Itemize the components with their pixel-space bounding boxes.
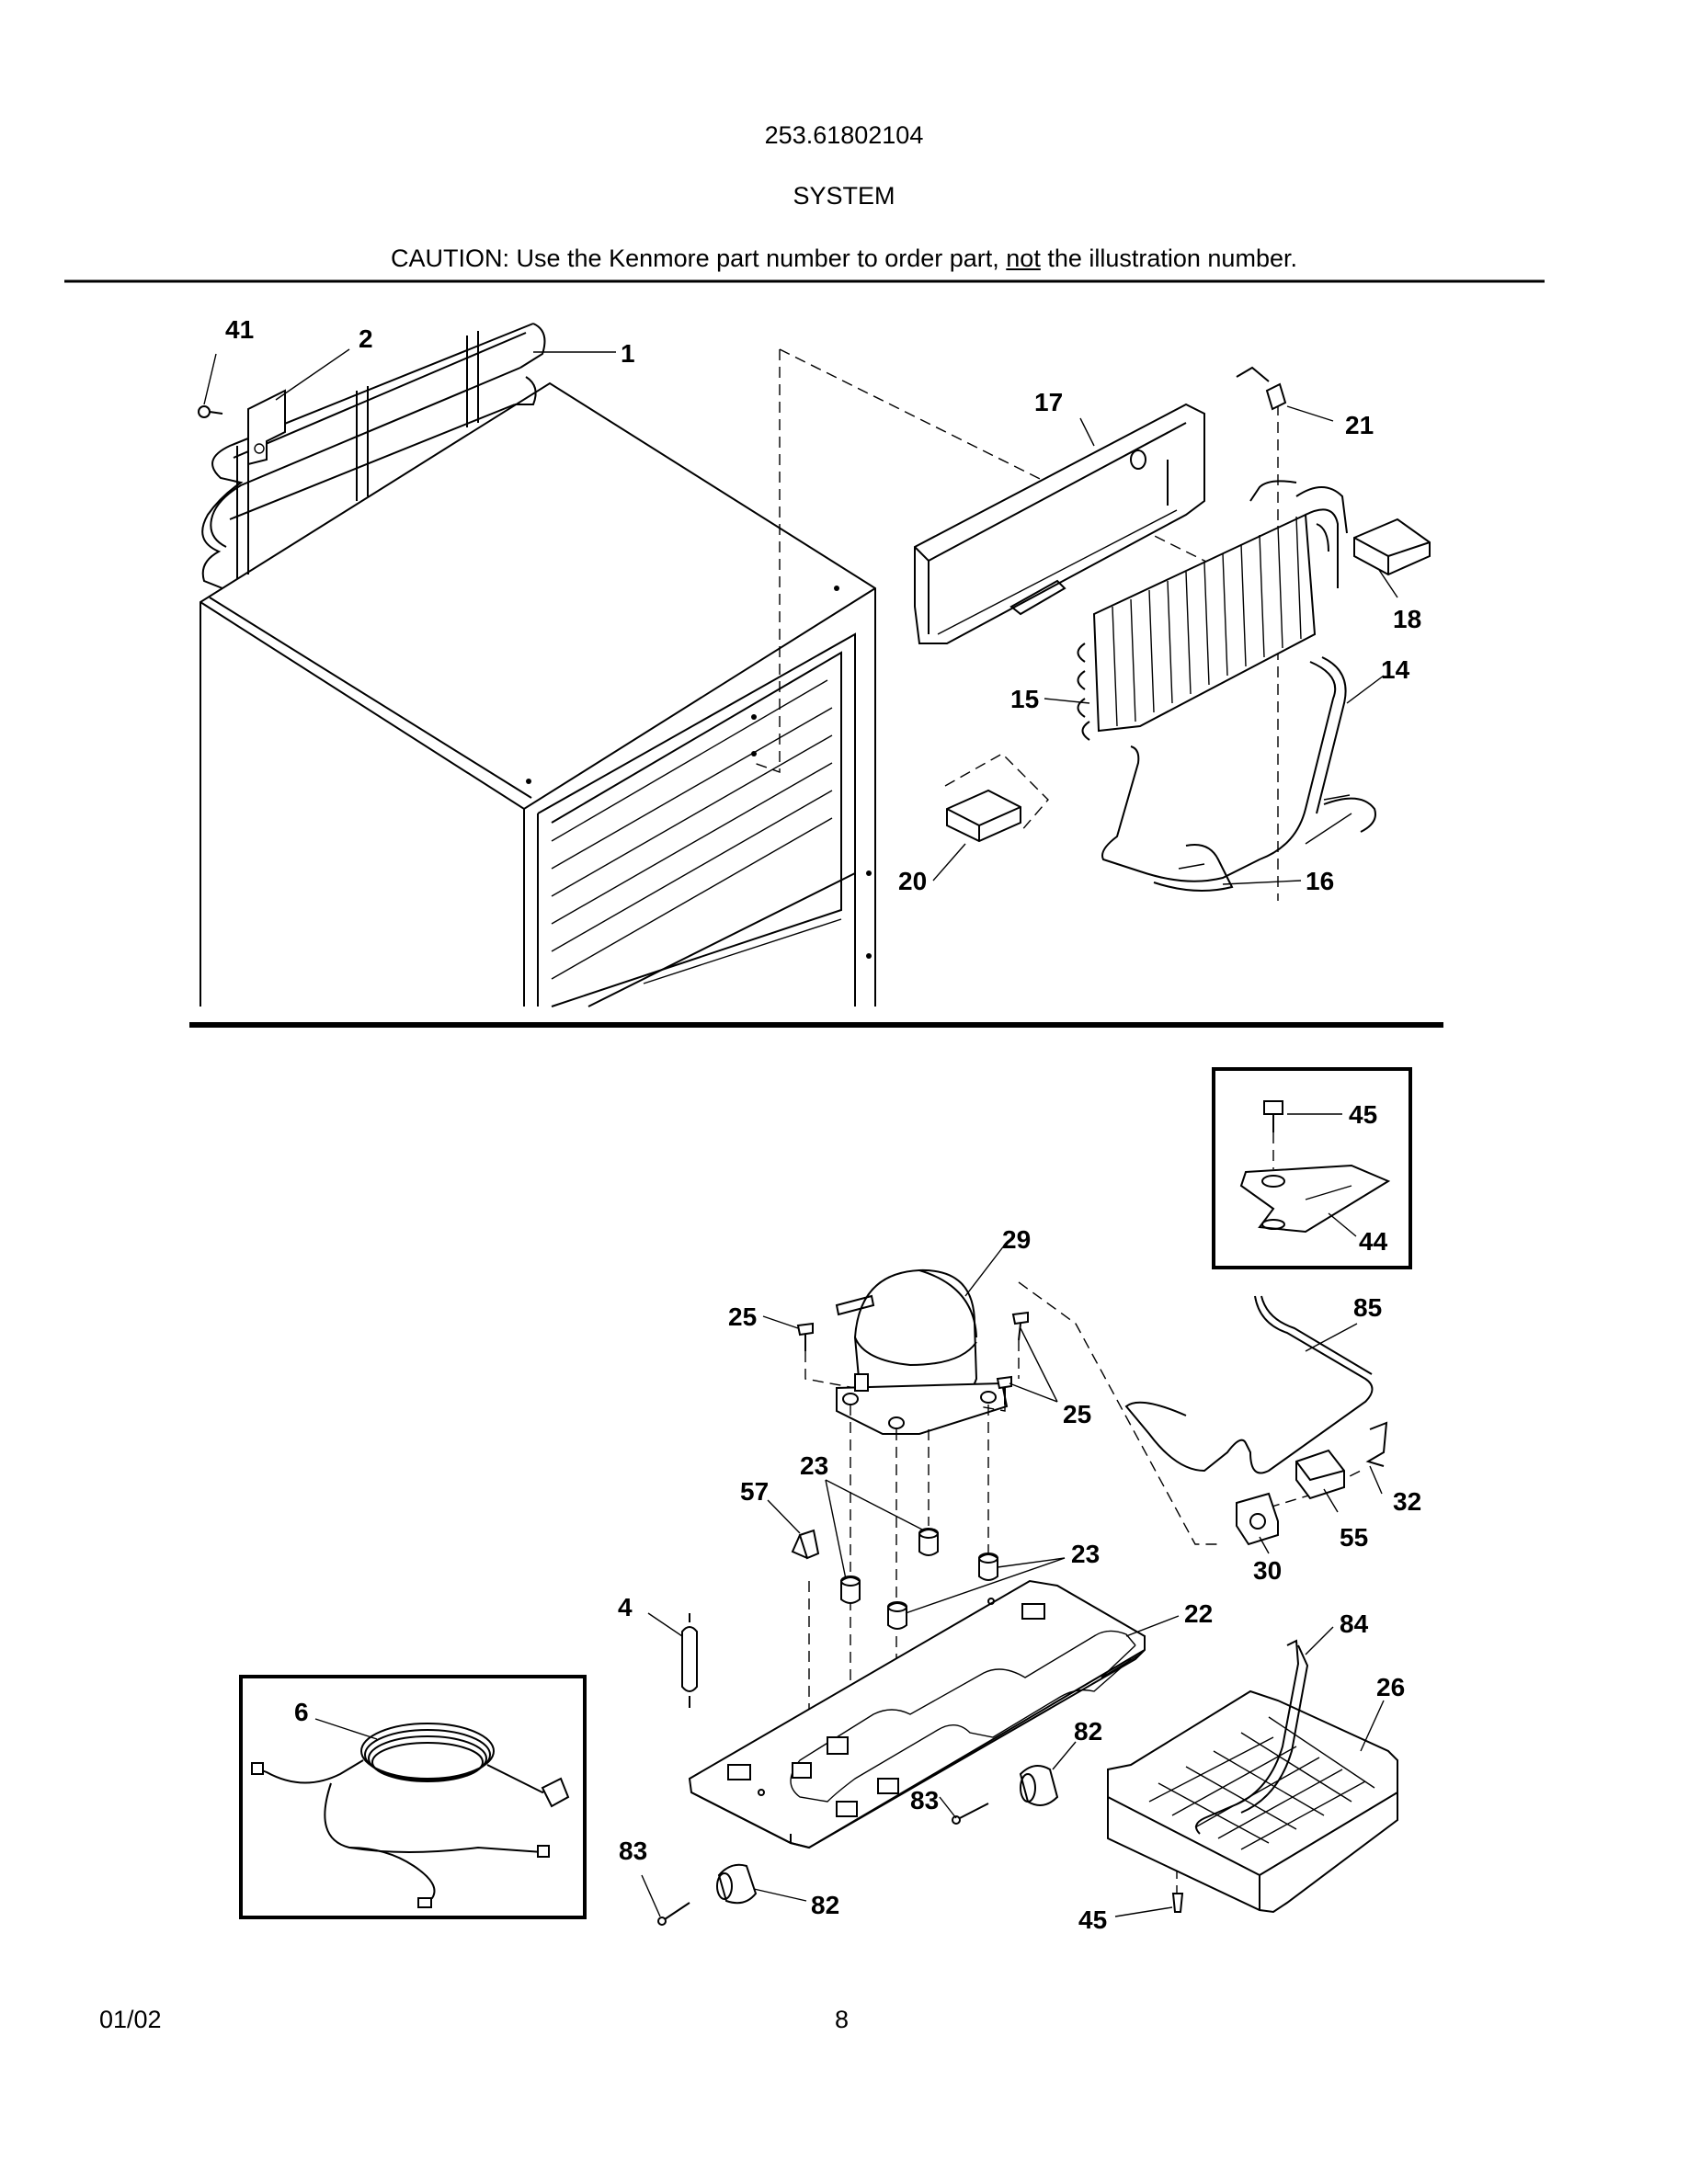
refrigerator-cabinet	[200, 381, 876, 1007]
inset-box-power-cord	[239, 1675, 587, 1919]
overload-protector	[1295, 1449, 1345, 1500]
caution-notice: CAUTION: Use the Kenmore part number to …	[0, 245, 1688, 273]
clip-57	[791, 1529, 820, 1560]
start-relay	[1236, 1492, 1279, 1546]
model-number: 253.61802104	[764, 121, 924, 149]
bracket-44	[1239, 1164, 1391, 1234]
callout-23-lower: 23	[1071, 1540, 1100, 1568]
callout-20: 20	[898, 867, 927, 895]
callout-32: 32	[1393, 1487, 1421, 1516]
callout-25-left: 25	[728, 1302, 757, 1331]
caution-text-prefix: CAUTION: Use the Kenmore part number to …	[391, 245, 1007, 272]
callout-22: 22	[1184, 1599, 1213, 1628]
insulation-block-18	[1353, 518, 1431, 576]
compressor-screws	[796, 1311, 1029, 1405]
evaporator-cover	[914, 403, 1205, 644]
callout-21: 21	[1345, 411, 1374, 439]
spacer-82-right	[1019, 1765, 1059, 1806]
callout-82-left: 82	[811, 1891, 839, 1919]
callout-25-right: 25	[1063, 1400, 1091, 1428]
thermistor	[1236, 366, 1287, 411]
callout-26: 26	[1376, 1673, 1405, 1701]
leader-lines-top	[203, 348, 1398, 885]
callout-15: 15	[1010, 685, 1039, 713]
screw-45-pan	[1171, 1893, 1184, 1913]
callout-18: 18	[1393, 605, 1421, 633]
callout-84: 84	[1340, 1610, 1369, 1638]
section-title: SYSTEM	[793, 182, 895, 210]
callout-82-right: 82	[1074, 1717, 1102, 1746]
tube-85	[1124, 1295, 1374, 1474]
compressor	[835, 1268, 1009, 1435]
power-cord-harness	[251, 1723, 570, 1908]
insulation-pad-20	[946, 789, 1021, 843]
drain-pan	[1107, 1689, 1398, 1914]
relay-cover-clip	[1365, 1421, 1388, 1467]
callout-17: 17	[1034, 388, 1063, 416]
page-number: 8	[835, 2006, 850, 2033]
callout-1: 1	[621, 339, 635, 368]
callout-55: 55	[1340, 1523, 1368, 1552]
callout-6: 6	[294, 1698, 309, 1726]
callout-45-inset: 45	[1349, 1100, 1377, 1129]
callout-4: 4	[618, 1593, 633, 1621]
spacer-82-left	[716, 1863, 758, 1905]
inset-box-bracket	[1212, 1067, 1412, 1269]
callout-30: 30	[1253, 1556, 1282, 1585]
callout-23-upper: 23	[800, 1451, 828, 1480]
callout-85: 85	[1353, 1293, 1382, 1322]
footer-date: 01/02	[99, 2006, 162, 2033]
callout-2: 2	[359, 324, 373, 353]
callout-57: 57	[740, 1477, 769, 1506]
evaporator-fins	[1077, 480, 1348, 741]
callout-44: 44	[1359, 1227, 1388, 1256]
drain-tube-84	[1195, 1639, 1309, 1835]
coil-bracket	[247, 389, 286, 466]
grommets	[840, 1528, 998, 1630]
screw-41	[198, 405, 223, 418]
screw-83-left	[657, 1902, 690, 1926]
callout-45-pan: 45	[1078, 1905, 1107, 1934]
callout-16: 16	[1306, 867, 1334, 895]
callout-41: 41	[225, 315, 254, 344]
compressor-base-plate	[688, 1579, 1146, 1849]
caution-text-suffix: the illustration number.	[1040, 245, 1297, 272]
callout-83-left: 83	[619, 1837, 647, 1865]
screw-45-inset	[1263, 1100, 1357, 1237]
caution-underlined-word: not	[1006, 245, 1041, 272]
callout-29: 29	[1002, 1225, 1031, 1254]
screw-83-right	[952, 1803, 989, 1825]
callout-83-right: 83	[910, 1786, 939, 1814]
guide-line	[753, 349, 781, 773]
callout-14: 14	[1381, 655, 1410, 684]
filter-drier	[681, 1613, 698, 1708]
defrost-heater	[1101, 656, 1376, 892]
leader-lines-bottom	[314, 1240, 1385, 1917]
callout-labels: 41 2 1 17 21 18 15 14 20 16 45 44 29 25 …	[225, 315, 1421, 1934]
condenser-coil	[201, 323, 546, 589]
guide-line	[944, 753, 1049, 833]
